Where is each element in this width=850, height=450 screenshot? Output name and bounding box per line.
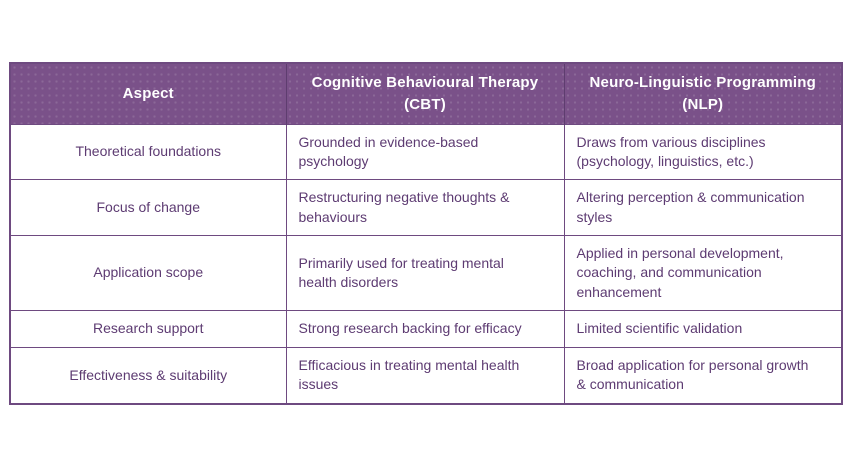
table-row-application-scope: Application scope Primarily used for tre… — [9, 235, 843, 312]
nlp-cell: Altering perception & communication styl… — [563, 179, 843, 237]
cbt-cell: Restructuring negative thoughts & behavi… — [285, 179, 565, 237]
aspect-cell: Application scope — [9, 235, 287, 312]
nlp-cell: Draws from various disciplines (psycholo… — [563, 123, 843, 181]
nlp-cell: Broad application for personal growth & … — [563, 347, 843, 405]
column-header-nlp: Neuro-Linguistic Programming (NLP) — [563, 63, 842, 124]
table-header-row: Aspect Cognitive Behavioural Therapy (CB… — [10, 63, 842, 124]
table-row-focus-of-change: Focus of change Restructuring negative t… — [9, 179, 843, 237]
aspect-cell: Focus of change — [9, 179, 287, 237]
nlp-cell: Applied in personal development, coachin… — [563, 235, 843, 312]
table-row-theoretical-foundations: Theoretical foundations Grounded in evid… — [9, 123, 843, 181]
cbt-cell: Efficacious in treating mental health is… — [285, 347, 565, 405]
table-row-research-support: Research support Strong research backing… — [9, 310, 843, 349]
cbt-cell: Grounded in evidence-based psychology — [285, 123, 565, 181]
aspect-cell: Effectiveness & suitability — [9, 347, 287, 405]
column-header-cbt: Cognitive Behavioural Therapy (CBT) — [285, 63, 564, 124]
aspect-cell: Research support — [9, 310, 287, 349]
column-header-aspect: Aspect — [10, 63, 286, 124]
cbt-cell: Strong research backing for efficacy — [285, 310, 565, 349]
comparison-table: Aspect Cognitive Behavioural Therapy (CB… — [9, 62, 843, 405]
table-row-effectiveness-suitability: Effectiveness & suitability Efficacious … — [9, 347, 843, 405]
cbt-cell: Primarily used for treating mental healt… — [285, 235, 565, 312]
nlp-cell: Limited scientific validation — [563, 310, 843, 349]
aspect-cell: Theoretical foundations — [9, 123, 287, 181]
